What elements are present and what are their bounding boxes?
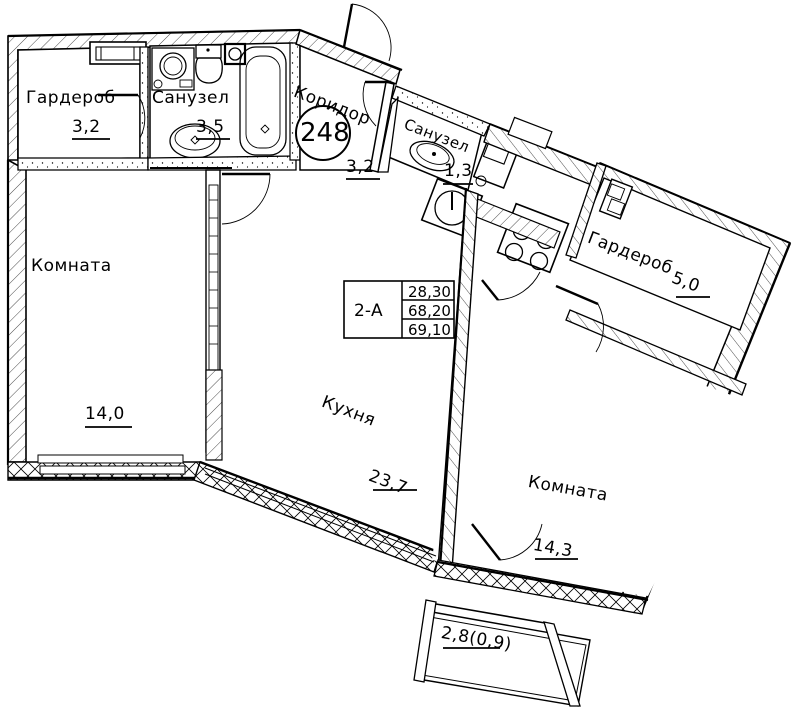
door-wardrobe-left bbox=[98, 93, 146, 139]
door-room-left bbox=[221, 172, 271, 225]
window-room-left-bottom bbox=[37, 454, 186, 475]
apartment-number-circle bbox=[295, 105, 351, 161]
door-wardrobe-right bbox=[555, 284, 604, 353]
bathtub-icon bbox=[239, 46, 287, 156]
window-kitchen-ne bbox=[507, 116, 553, 150]
kitchen-appliances bbox=[463, 116, 601, 274]
room-bathroom-small bbox=[377, 85, 524, 239]
balcony bbox=[413, 599, 591, 707]
door-room-right bbox=[471, 523, 543, 561]
window-kitchen-sw bbox=[204, 467, 437, 563]
room-area-bathroom-main: 3,5 bbox=[196, 117, 225, 137]
room-area-corridor: 3,2 bbox=[346, 157, 375, 177]
door-entrance bbox=[342, 3, 392, 62]
door-room-right-2 bbox=[481, 271, 541, 301]
room-right bbox=[432, 187, 745, 615]
area-underlines bbox=[72, 138, 710, 649]
door-corridor bbox=[362, 80, 390, 127]
room-label-bathroom-main: Санузел bbox=[152, 88, 230, 108]
room-label-wardrobe-left: Гардероб bbox=[26, 88, 116, 108]
washing-machine-icon bbox=[151, 47, 195, 91]
toilet-icon bbox=[195, 44, 223, 84]
total-area-value: 69,10 bbox=[408, 321, 451, 339]
room-area-room-left: 14,0 bbox=[85, 404, 125, 424]
room-area-wardrobe-left: 3,2 bbox=[72, 117, 101, 137]
apartment-info-table bbox=[343, 280, 455, 339]
sink-small-bathroom-icon bbox=[409, 140, 455, 172]
room-wardrobe-right bbox=[565, 162, 771, 396]
outer-walls bbox=[6, 28, 792, 612]
window-wardrobe-right bbox=[598, 178, 634, 220]
window-room-left-side bbox=[208, 184, 219, 371]
window-wardrobe-left bbox=[89, 41, 147, 65]
room-bathroom-main bbox=[147, 42, 301, 171]
area-without-balcony-value: 68,20 bbox=[408, 302, 451, 320]
apartment-number: 248 bbox=[300, 118, 350, 148]
room-wardrobe-left bbox=[17, 41, 149, 171]
room-label-room-left: Комната bbox=[31, 256, 112, 276]
room-left bbox=[37, 169, 271, 475]
room-area-bathroom-small: 1,3 bbox=[444, 161, 473, 181]
apartment-type-value: 2-А bbox=[354, 301, 383, 321]
living-area-value: 28,30 bbox=[408, 283, 451, 301]
